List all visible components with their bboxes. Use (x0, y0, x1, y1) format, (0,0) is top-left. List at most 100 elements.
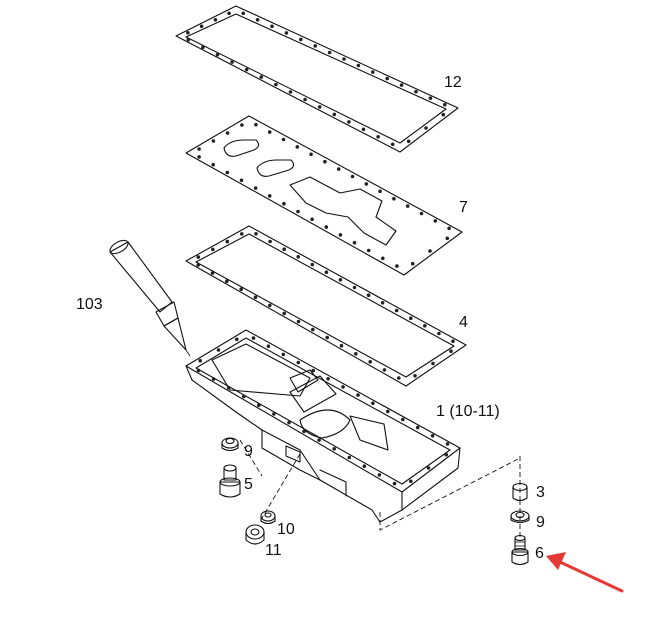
bolt-hole (405, 204, 410, 208)
bolt-hole (213, 18, 218, 22)
bolt-hole (267, 194, 272, 198)
bolt-hole (356, 393, 360, 397)
bolt-hole (309, 152, 313, 157)
bolt-hole (211, 247, 215, 252)
washer-part-9-right (510, 510, 530, 524)
bolt-hole (299, 37, 303, 42)
bolt-hole (382, 368, 387, 372)
bolt-hole (390, 142, 395, 147)
bolt-hole (362, 464, 367, 469)
bolt-hole (341, 385, 345, 389)
oil-pan-part-1 (185, 329, 461, 523)
bolt-hole (196, 263, 200, 267)
bolt-hole (371, 70, 375, 74)
bolt-hole (254, 122, 258, 127)
bolt-hole (325, 335, 330, 340)
bolt-hole (347, 455, 352, 460)
bolt-hole (215, 52, 220, 57)
bolt-hole (240, 232, 244, 236)
bolt-hole (371, 401, 375, 406)
callout-11: 11 (265, 542, 282, 559)
bolt-hole (376, 135, 380, 139)
bolt-hole (267, 130, 272, 134)
callout-6: 6 (535, 545, 544, 562)
bolt-hole (274, 82, 278, 87)
bolt-hole (451, 339, 455, 344)
bolt-hole (431, 361, 435, 366)
bolt-hole (366, 248, 371, 253)
bolt-hole (186, 31, 190, 35)
plug-bolt-part-5 (219, 464, 241, 498)
bolt-hole (259, 75, 264, 79)
callout-10: 10 (277, 521, 295, 538)
bolt-hole (210, 271, 215, 275)
bolt-hole (211, 162, 215, 167)
bolt-hole (441, 112, 446, 117)
bolt-hole (392, 481, 397, 486)
sleeve-part-3 (512, 482, 528, 502)
bolt-hole (395, 264, 399, 268)
bolt-hole (197, 147, 201, 151)
bolt-hole (282, 311, 287, 316)
bolt-hole (240, 123, 244, 127)
bolt-hole (295, 145, 300, 149)
bolt-hole (381, 256, 385, 261)
bolt-hole (444, 452, 449, 457)
bolt-hole (211, 139, 216, 143)
plug-part-11 (245, 524, 265, 545)
bolt-hole (332, 112, 337, 117)
bolt-hole (378, 189, 382, 194)
callout-7: 7 (459, 199, 468, 216)
bolt-hole (281, 137, 286, 142)
bolt-hole (266, 344, 271, 349)
bolt-hole (428, 96, 433, 100)
bolt-hole (386, 409, 390, 414)
bolt-hole (428, 249, 432, 253)
bolt-hole (401, 417, 405, 422)
bolt-hole (366, 293, 371, 298)
bolt-hole (255, 18, 260, 22)
bolt-hole (426, 466, 431, 470)
callout-9-left: 9 (244, 443, 253, 460)
bolt-hole (282, 201, 286, 206)
bolt-hole (415, 425, 420, 430)
bolt-hole (356, 63, 361, 68)
bolt-hole (282, 247, 287, 251)
bolt-hole (251, 336, 256, 340)
bolt-hole (350, 174, 355, 179)
bolt-hole (287, 420, 291, 425)
bolt-hole (272, 412, 276, 416)
washer-part-9-left (221, 437, 239, 452)
gasket-part-12 (175, 5, 459, 153)
bolt-hole (253, 186, 258, 190)
bolt-hole (409, 316, 413, 321)
callout-4: 4 (459, 314, 468, 331)
bolt-hole (437, 331, 441, 336)
bolt-hole (211, 377, 216, 381)
bolt-hole (410, 261, 415, 266)
bolt-hole (302, 429, 306, 434)
callout-9-right: 9 (536, 514, 545, 531)
bolt-hole (323, 159, 327, 164)
bolt-hole (394, 308, 399, 313)
bolt-hole (326, 377, 330, 381)
gasket-part-7 (185, 115, 463, 276)
callout-3: 3 (536, 484, 545, 501)
bolt-hole (392, 196, 396, 201)
bolt-hole (352, 285, 357, 290)
bolt-hole (419, 211, 424, 216)
bolt-hole (235, 337, 239, 342)
bolt-hole (310, 217, 314, 222)
bolt-hole (361, 127, 366, 132)
bolt-hole (424, 126, 428, 130)
bolt-hole (197, 155, 201, 159)
bolt-hole (332, 447, 337, 451)
bolt-hole (244, 67, 249, 72)
bolt-hole (311, 327, 315, 332)
bolt-hole (253, 295, 258, 300)
bolt-hole (270, 24, 274, 29)
callout-103: 103 (76, 296, 103, 313)
bolt-hole (313, 44, 318, 48)
bolt-hole (296, 254, 301, 259)
